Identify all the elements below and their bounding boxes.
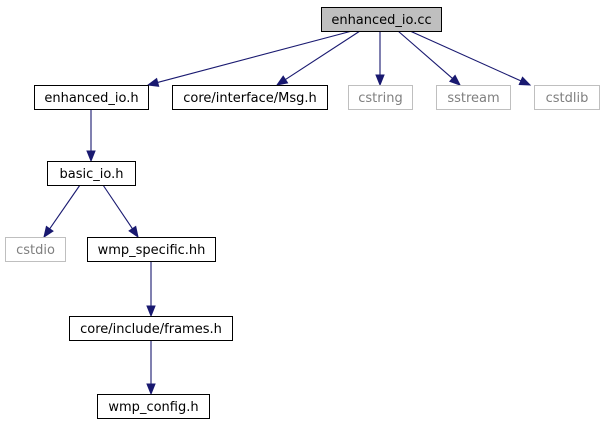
node-frames-h[interactable]: core/include/frames.h: [69, 316, 233, 341]
dependency-nodes: enhanced_io.cc enhanced_io.h core/interfac…: [5, 7, 600, 419]
arrowhead-icon: [43, 225, 54, 239]
edge-enhanced_io_cc-to-msg_h: [285, 30, 361, 81]
arrowhead-icon: [448, 74, 462, 86]
node-box: [348, 85, 413, 110]
dependency-edges: [43, 30, 532, 396]
node-label: cstdio: [16, 243, 55, 258]
node-box: [172, 85, 328, 110]
node-cstdlib: cstdlib: [534, 85, 600, 110]
node-sstream: sstream: [436, 85, 511, 110]
node-cstdio: cstdio: [5, 237, 66, 262]
arrowhead-icon: [86, 150, 96, 163]
arrowhead-icon: [146, 305, 156, 318]
arrowhead-icon: [375, 74, 385, 87]
node-wmp-config-h[interactable]: wmp_config.h: [97, 394, 210, 419]
node-label: enhanced_io.cc: [331, 13, 431, 28]
edge-enhanced_io_cc-to-cstdlib: [409, 30, 522, 82]
edge-enhanced_io_cc-to-enhanced_io_h: [157, 30, 353, 83]
edge-enhanced_io_cc-to-sstream: [397, 30, 453, 79]
edge-basic_io_h-to-wmp_specific_hh: [102, 184, 133, 230]
node-box: [34, 85, 149, 110]
node-box: [321, 7, 442, 32]
node-label: sstream: [447, 91, 499, 106]
node-box: [69, 316, 233, 341]
arrowhead-icon: [128, 225, 139, 239]
arrowhead-icon: [518, 76, 532, 86]
node-basic-io-h[interactable]: basic_io.h: [47, 161, 136, 186]
node-label: enhanced_io.h: [44, 91, 138, 106]
node-box: [97, 394, 210, 419]
node-label: cstring: [358, 91, 402, 106]
node-box: [47, 161, 136, 186]
node-box: [534, 85, 600, 110]
node-enhanced-io-cc[interactable]: enhanced_io.cc: [321, 7, 442, 32]
node-label: core/interface/Msg.h: [183, 91, 317, 106]
arrowhead-icon: [146, 77, 160, 87]
node-label: wmp_config.h: [108, 400, 198, 415]
node-label: cstdlib: [546, 91, 589, 106]
node-msg-h[interactable]: core/interface/Msg.h: [172, 85, 328, 110]
node-box: [5, 237, 66, 262]
node-box: [87, 237, 216, 262]
edge-basic_io_h-to-cstdio: [49, 184, 81, 230]
node-label: basic_io.h: [60, 167, 124, 182]
node-box: [436, 85, 511, 110]
node-label: core/include/frames.h: [80, 322, 222, 337]
node-cstring: cstring: [348, 85, 413, 110]
arrowhead-icon: [146, 383, 156, 396]
arrowhead-icon: [275, 75, 289, 86]
node-wmp-specific-hh[interactable]: wmp_specific.hh: [87, 237, 216, 262]
node-label: wmp_specific.hh: [98, 243, 206, 258]
node-enhanced-io-h[interactable]: enhanced_io.h: [34, 85, 149, 110]
